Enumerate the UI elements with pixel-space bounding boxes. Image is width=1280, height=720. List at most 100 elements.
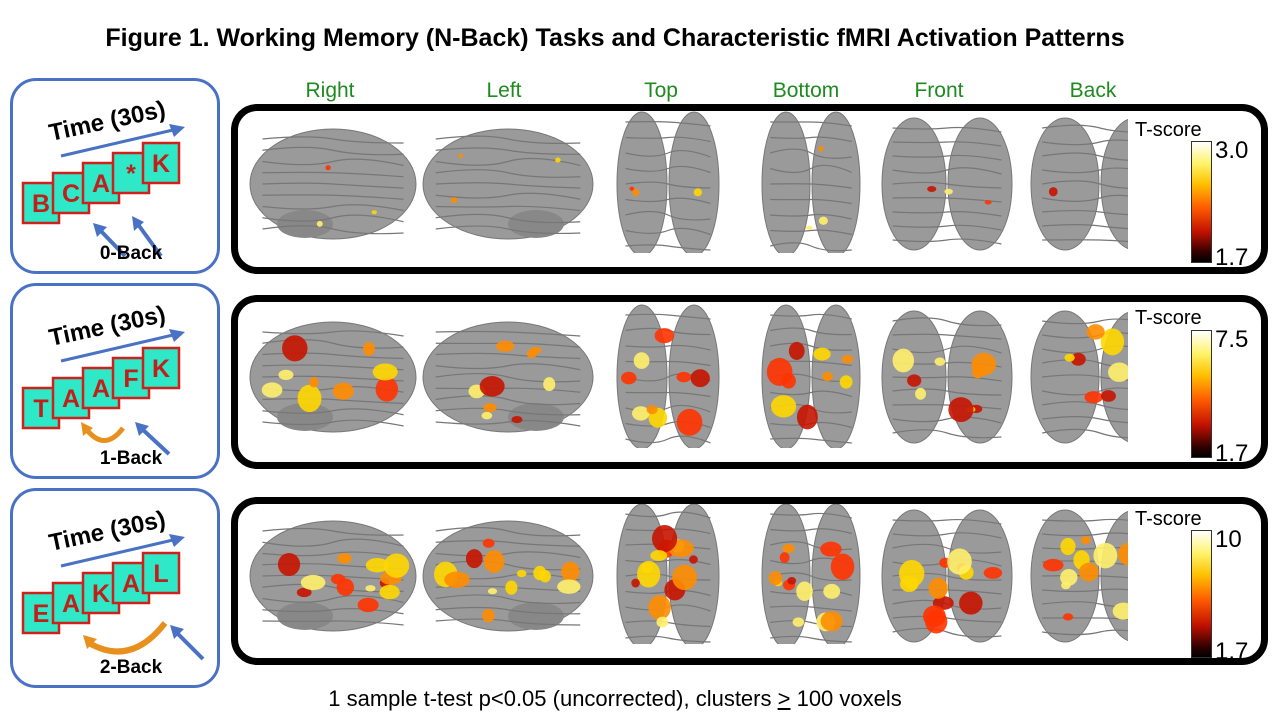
- sulcus: [435, 606, 581, 615]
- activation-cluster: [1112, 602, 1128, 620]
- sulcus: [435, 407, 581, 416]
- activation-cluster: [261, 382, 283, 398]
- sulcus: [435, 225, 581, 235]
- sulcus: [262, 583, 404, 593]
- activation-cluster: [1070, 352, 1086, 366]
- activation-cluster: [676, 371, 692, 383]
- brain-back-view: [1030, 117, 1128, 251]
- sulcus: [1042, 345, 1128, 354]
- activation-cluster: [383, 553, 410, 578]
- brain-front-view: [881, 310, 1013, 444]
- sulcus: [1042, 374, 1128, 381]
- sulcus: [892, 403, 1002, 410]
- sulcus: [435, 147, 581, 155]
- sulcus: [770, 605, 852, 612]
- sulcus: [435, 419, 581, 427]
- activation-cluster: [796, 404, 818, 430]
- sulcus: [262, 225, 404, 235]
- colorbar: [1191, 141, 1212, 263]
- sulcus: [262, 595, 404, 604]
- sulcus: [770, 121, 852, 127]
- sulcus: [1042, 167, 1128, 174]
- activation-cluster: [526, 349, 537, 359]
- activation-cluster: [792, 617, 805, 627]
- activation-cluster: [557, 579, 581, 594]
- sulcus: [625, 313, 711, 320]
- tscore-min: 1.7: [1215, 638, 1249, 665]
- brain-right-view: [249, 321, 417, 433]
- activation-cluster: [325, 165, 331, 171]
- match-arrow-head: [83, 635, 97, 649]
- hemisphere-right: [947, 509, 1013, 643]
- target-arrow-head: [170, 625, 184, 639]
- brain-left-view: [422, 520, 594, 632]
- brain-views: [249, 111, 1128, 253]
- activation-cluster: [375, 376, 399, 402]
- brain-left-view: [422, 321, 594, 433]
- sulcus: [892, 388, 1002, 396]
- activation-cluster: [444, 571, 470, 588]
- sulcus: [770, 528, 852, 535]
- activation-cluster: [483, 402, 497, 413]
- activation-cluster: [651, 524, 678, 553]
- activation-cluster: [1078, 562, 1099, 582]
- sulcus: [770, 164, 853, 174]
- activation-cluster: [495, 340, 515, 352]
- activation-cluster: [637, 560, 661, 588]
- tscore-min: 1.7: [1215, 244, 1249, 271]
- stimulus-letter: E: [33, 600, 50, 628]
- sulcus: [892, 627, 1002, 638]
- sulcus: [1042, 601, 1128, 609]
- sulcus: [625, 435, 711, 444]
- activation-cluster: [543, 377, 556, 392]
- sulcus: [770, 213, 852, 220]
- tscore-label: T-score: [1135, 307, 1202, 329]
- sulcus: [625, 635, 711, 643]
- activation-cluster: [482, 538, 495, 548]
- activation-cluster: [796, 581, 813, 602]
- activation-cluster: [820, 611, 843, 632]
- sulcus: [262, 182, 404, 189]
- sulcus: [892, 154, 1002, 161]
- activation-cluster: [690, 369, 710, 388]
- sulcus: [892, 532, 1002, 539]
- sulcus: [892, 181, 1002, 189]
- activation-cluster: [1084, 391, 1103, 404]
- activation-cluster: [561, 561, 580, 582]
- time-arrow-shaft: [60, 333, 174, 363]
- sulcus: [625, 181, 711, 189]
- sulcus: [770, 242, 852, 252]
- sulcus: [892, 429, 1002, 439]
- activation-cluster: [1080, 536, 1091, 545]
- sulcus: [435, 560, 581, 571]
- activation-cluster: [768, 571, 783, 586]
- sulcus: [770, 512, 852, 519]
- stimulus-letter: K: [152, 150, 170, 178]
- sulcus: [435, 395, 581, 406]
- sulcus: [435, 363, 581, 371]
- activation-cluster: [806, 225, 813, 230]
- sulcus: [892, 238, 1002, 245]
- sulcus: [892, 197, 1002, 203]
- activation-cluster: [822, 371, 834, 382]
- activation-cluster: [959, 591, 983, 615]
- activation-cluster: [621, 371, 637, 385]
- brain-views: [249, 504, 1128, 644]
- brain-top-view: [616, 504, 720, 644]
- activation-cluster: [1060, 537, 1076, 556]
- figure-title: Figure 1. Working Memory (N-Back) Tasks …: [105, 24, 1125, 52]
- activation-cluster: [823, 583, 841, 599]
- sulcus: [892, 317, 1002, 327]
- target-arrow-shaft: [173, 629, 205, 661]
- brain-left-view: [422, 128, 594, 240]
- stimulus-letter: L: [153, 560, 168, 588]
- hemisphere-right: [1100, 118, 1128, 250]
- sulcus: [262, 194, 404, 200]
- sulcus: [262, 204, 404, 212]
- brain-right-view: [249, 520, 417, 632]
- sulcus: [1042, 428, 1128, 439]
- brain-bottom-view: [761, 304, 861, 448]
- activation-cluster: [336, 578, 354, 596]
